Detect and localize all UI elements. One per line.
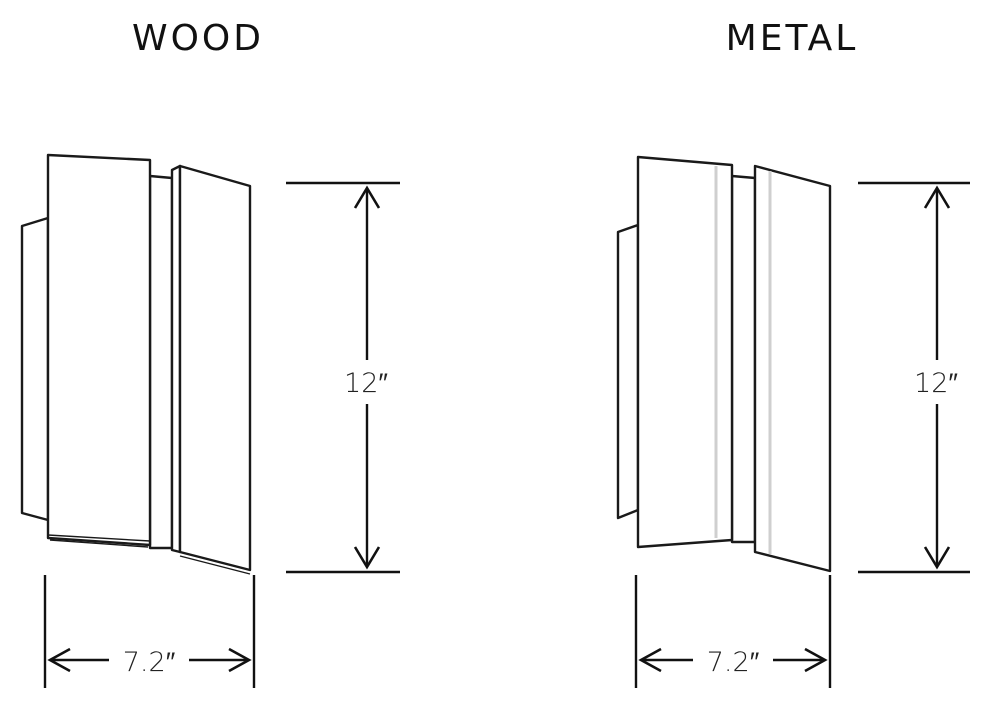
metal-width-label: 7.2″: [707, 647, 760, 678]
wood-right-panel: [178, 164, 252, 572]
wood-left-panel: [46, 153, 152, 547]
metal-left-panel: [636, 155, 734, 549]
wood-title: WOOD: [132, 18, 264, 59]
metal-width-dimension: 7.2″: [634, 575, 832, 688]
wood-width-label: 7.2″: [123, 647, 176, 678]
wood-center-backplate: [148, 174, 174, 550]
wood-height-label: 12″: [344, 368, 388, 399]
metal-backplate: [616, 223, 640, 520]
metal-height-dimension: 12″: [858, 181, 970, 574]
metal-right-panel: [753, 164, 832, 573]
metal-fixture: METAL 12″: [616, 18, 970, 688]
wood-width-dimension: 7.2″: [43, 575, 256, 688]
wood-backplate: [20, 216, 50, 522]
wood-sconce-drawing: [20, 153, 252, 575]
wood-height-dimension: 12″: [286, 181, 400, 574]
metal-center-backplate: [730, 174, 757, 544]
wood-fixture: WOOD 12″: [20, 18, 400, 688]
metal-height-label: 12″: [914, 368, 958, 399]
metal-title: METAL: [726, 18, 859, 59]
metal-sconce-drawing: [616, 155, 832, 573]
